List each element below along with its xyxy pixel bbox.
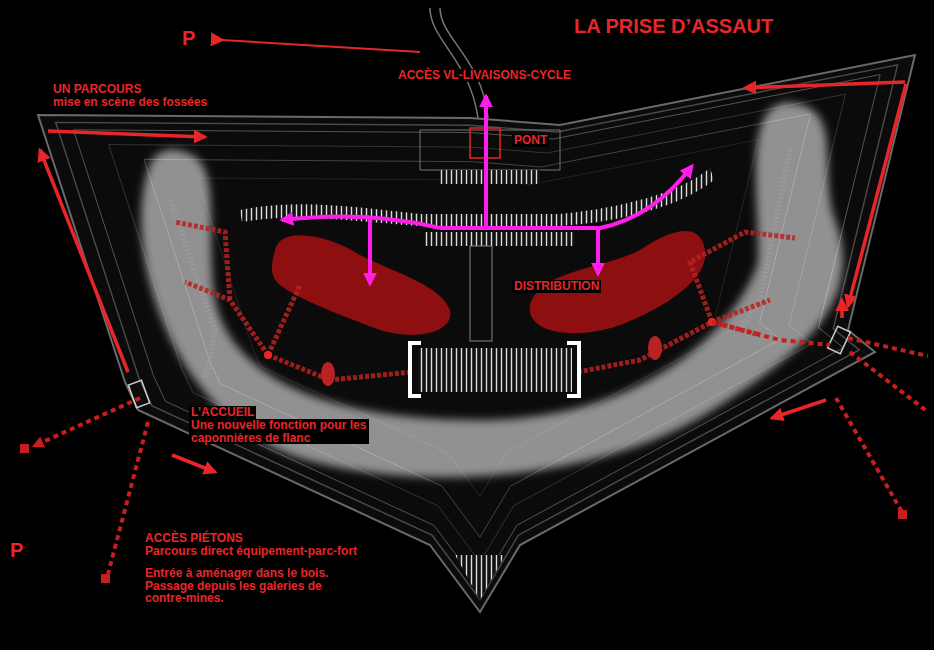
fort-outline xyxy=(38,55,915,612)
gallery xyxy=(268,285,300,355)
distribution-route xyxy=(282,96,692,284)
ditch-route xyxy=(48,131,205,137)
distribution-route xyxy=(484,96,488,228)
fort-outline xyxy=(73,75,880,587)
central-block xyxy=(418,348,572,392)
flank-caponier xyxy=(828,326,851,354)
pedestrian-note: Parcours direct équipement-parc-fort xyxy=(143,545,359,558)
entrance-note: Entrée à aménager dans le bois. Passage … xyxy=(143,567,365,605)
access-road xyxy=(430,8,478,118)
bridge-label: PONT xyxy=(512,134,549,147)
fort-outline xyxy=(109,94,846,562)
light-band xyxy=(141,103,843,477)
parking-mark: P xyxy=(8,540,25,561)
gallery xyxy=(690,232,795,322)
gate-structure xyxy=(440,170,540,184)
gallery xyxy=(712,322,760,335)
ditch-route xyxy=(40,150,128,372)
pedestrian-route xyxy=(34,322,928,574)
gallery xyxy=(175,222,230,300)
parking-mark: P xyxy=(180,28,197,49)
ditch-route xyxy=(40,40,906,472)
welcome-note: Une nouvelle fonction pour les caponnièr… xyxy=(189,419,369,444)
access-road xyxy=(440,8,488,118)
distribution-route xyxy=(368,218,372,284)
pedestrian-route xyxy=(712,322,830,345)
distribution-route xyxy=(596,228,600,274)
gallery xyxy=(268,355,412,380)
access-label: ACCÈS VL-LIVAISONS-CYCLE xyxy=(396,69,573,82)
distribution-route xyxy=(282,216,440,228)
pedestrian-route xyxy=(836,398,902,512)
bastion-spur xyxy=(455,555,505,600)
barracks xyxy=(425,232,575,246)
distribution-route xyxy=(440,166,692,228)
fort-outline xyxy=(56,65,898,600)
route-end xyxy=(898,510,907,519)
parking-arrow xyxy=(222,40,420,52)
route-heading: UN PARCOURS xyxy=(51,83,143,96)
gallery xyxy=(578,300,770,372)
pedestrian-route xyxy=(850,352,928,412)
gate-structure xyxy=(420,130,560,170)
bracket xyxy=(567,343,579,396)
route-end xyxy=(20,444,29,453)
caponier xyxy=(648,336,662,360)
red-zone xyxy=(272,235,451,335)
pedestrian-heading: ACCÈS PIÉTONS xyxy=(143,532,245,545)
route-end xyxy=(101,574,110,583)
ditch-route xyxy=(172,455,215,472)
caponier xyxy=(321,362,335,386)
ditch-route xyxy=(840,300,844,318)
gallery xyxy=(175,222,795,380)
ditch-route xyxy=(772,400,826,418)
ditch-route xyxy=(848,84,906,306)
gallery-node xyxy=(264,351,272,359)
ditch-route xyxy=(745,82,905,88)
route-note: mise en scène des fossées xyxy=(51,96,209,109)
welcome-heading: L’ACCUEIL xyxy=(189,406,256,419)
bracket xyxy=(410,343,421,396)
distribution-label: DISTRIBUTION xyxy=(512,280,601,293)
plan-title: LA PRISE D’ASSAUT xyxy=(572,16,775,37)
gallery xyxy=(185,282,268,355)
courtyard-wall xyxy=(470,246,492,341)
pedestrian-route xyxy=(34,398,140,446)
pedestrian-route xyxy=(848,338,928,356)
pedestrian-route xyxy=(108,422,148,574)
